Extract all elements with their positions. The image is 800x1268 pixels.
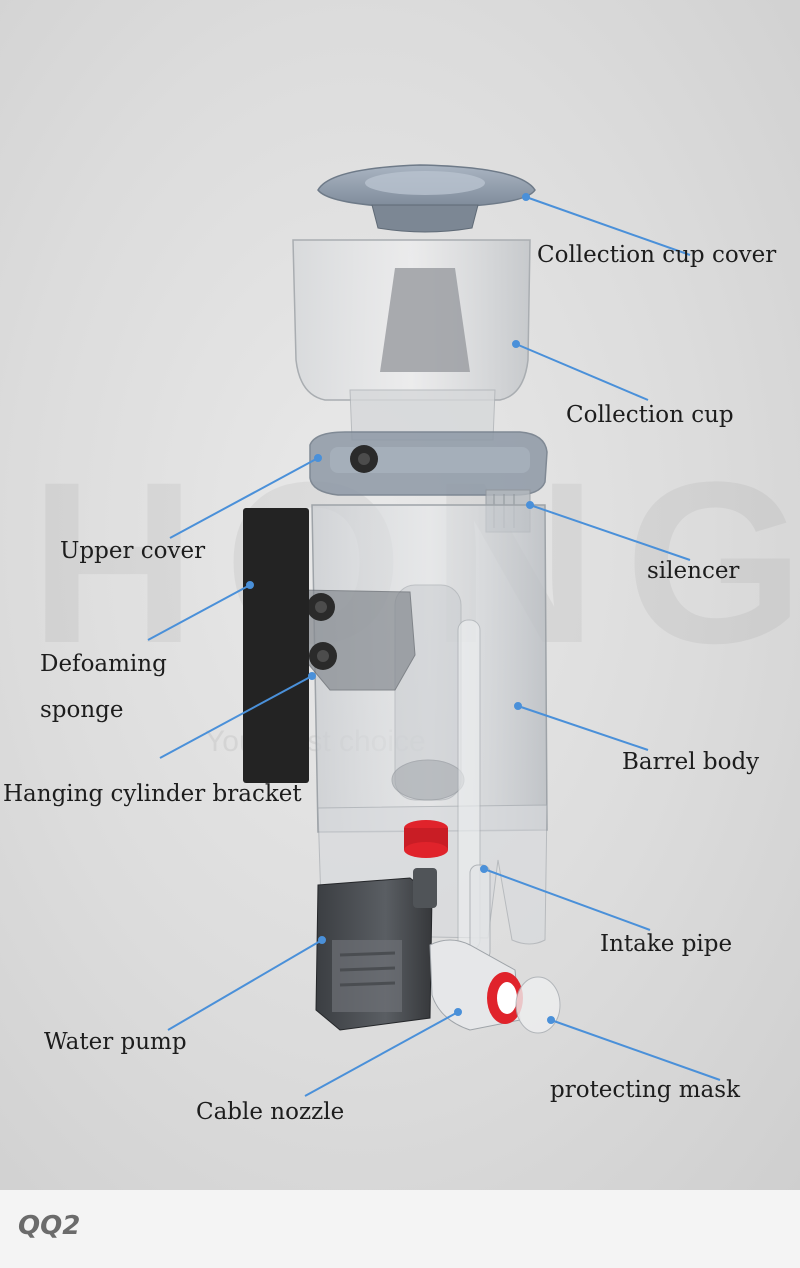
footer-bar — [0, 1190, 800, 1268]
footer-model-code: QQ2 — [18, 1211, 81, 1241]
leader-upper-cover — [169, 457, 319, 539]
upper-cover-part — [309, 431, 548, 496]
leader-lines — [147, 193, 721, 1097]
label-barrel-body: Barrel body — [622, 749, 760, 775]
leader-hanging-cylinder-bracket — [159, 675, 313, 759]
leader-barrel-body — [517, 705, 649, 751]
defoaming-sponge-part — [243, 508, 309, 783]
leader-water-pump — [167, 939, 323, 1031]
intake-pipe-part — [469, 864, 491, 961]
label-collection-cup: Collection cup — [566, 402, 734, 428]
protecting-mask-part — [515, 976, 561, 1034]
protein-skimmer-illustration — [147, 164, 721, 1097]
label-hanging-cylinder-bracket: Hanging cylinder bracket — [3, 781, 302, 807]
leader-cable-nozzle — [304, 1011, 459, 1097]
label-defoaming-sponge-line2: sponge — [40, 697, 124, 723]
leader-collection-cup-cover — [525, 196, 691, 256]
leader-protecting-mask — [550, 1019, 721, 1081]
leader-collection-cup — [515, 343, 649, 401]
label-protecting-mask: protecting mask — [550, 1077, 741, 1103]
leader-intake-pipe — [483, 868, 651, 931]
leader-defoaming-sponge — [147, 584, 251, 641]
collection-cup-cover-part — [317, 164, 536, 233]
label-silencer: silencer — [647, 558, 740, 584]
label-cable-nozzle: Cable nozzle — [196, 1099, 345, 1125]
label-defoaming-sponge-line1: Defoaming — [40, 651, 167, 677]
label-collection-cup-cover: Collection cup cover — [537, 242, 777, 268]
red-coupling-part — [404, 820, 448, 858]
hanging-cylinder-bracket-part — [299, 589, 416, 691]
collection-cup-part — [292, 239, 531, 441]
label-water-pump: Water pump — [44, 1029, 187, 1055]
leader-silencer — [529, 504, 691, 561]
water-pump-part — [315, 868, 523, 1031]
label-intake-pipe: Intake pipe — [600, 931, 733, 957]
label-upper-cover: Upper cover — [60, 538, 206, 564]
